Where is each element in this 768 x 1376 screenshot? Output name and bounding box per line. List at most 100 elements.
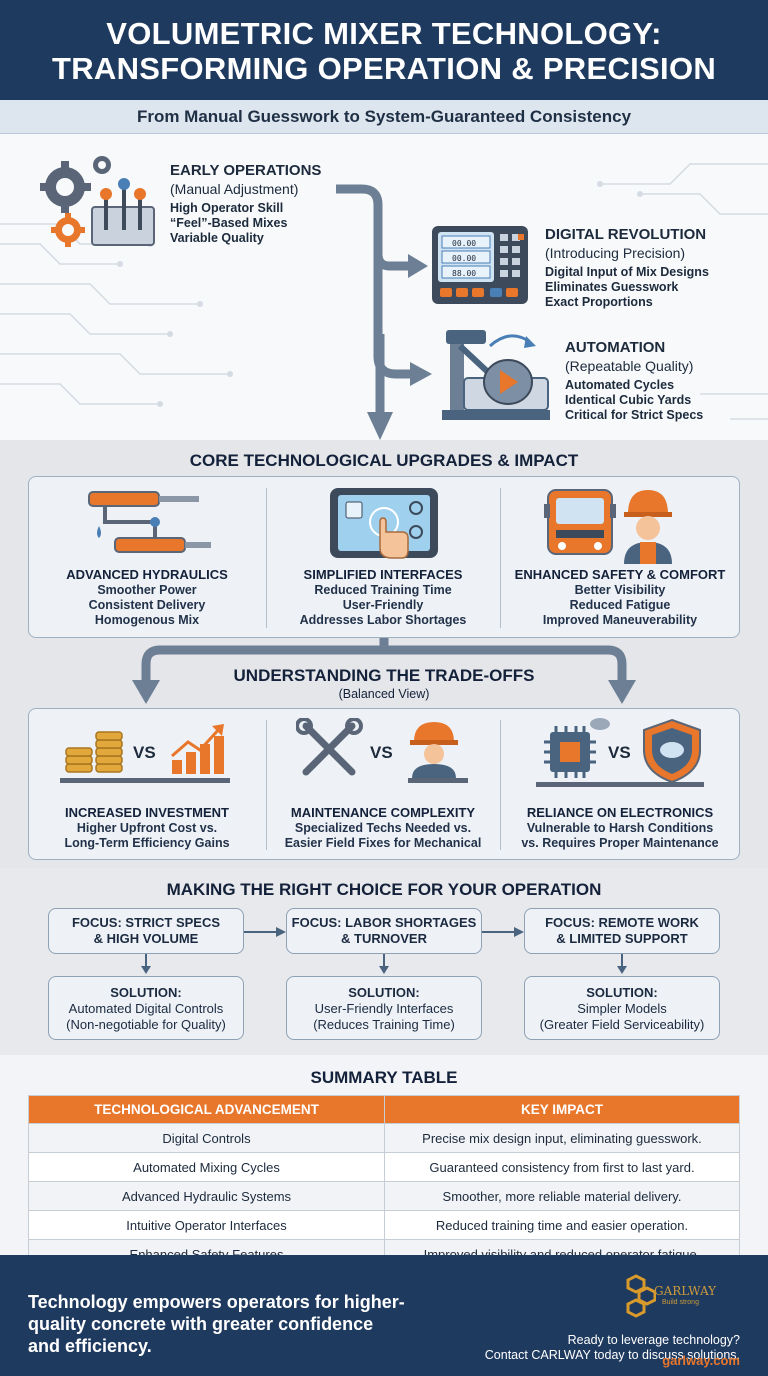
table-cell: Intuitive Operator Interfaces	[28, 1210, 385, 1240]
table-cell: Guaranteed consistency from first to las…	[384, 1152, 740, 1182]
upgrade-point: Smoother Power	[97, 583, 197, 597]
chip-vs-shield-icon	[536, 718, 704, 787]
solution-label: SOLUTION:	[348, 985, 420, 1000]
focus-line: FOCUS: REMOTE WORK	[545, 915, 699, 930]
split-arrows	[132, 638, 636, 704]
upgrade-point: User-Friendly	[342, 598, 424, 612]
divider	[500, 720, 501, 850]
stage-subtitle: (Introducing Precision)	[545, 245, 686, 261]
tradeoff-point: Specialized Techs Needed vs.	[294, 821, 472, 835]
website-link[interactable]: garlway.com	[662, 1353, 740, 1368]
upgrade-point: Consistent Delivery	[88, 598, 206, 612]
vs-label: VS	[133, 743, 156, 762]
column-header: KEY IMPACT	[384, 1095, 740, 1124]
stage-title: DIGITAL REVOLUTION	[545, 226, 707, 243]
title-line-2: TRANSFORMING OPERATION & PRECISION	[51, 51, 717, 86]
upgrade-title: ENHANCED SAFETY & COMFORT	[514, 567, 726, 582]
display-readout: 88.00	[452, 269, 476, 278]
stage-subtitle: (Manual Adjustment)	[170, 181, 299, 197]
table-header-row: TECHNOLOGICAL ADVANCEMENT KEY IMPACT	[28, 1095, 740, 1124]
tradeoff-point: Vulnerable to Harsh Conditions	[526, 821, 714, 835]
focus-line: FOCUS: LABOR SHORTAGES	[291, 915, 477, 930]
logo-wordmark: GARLWAY	[654, 1284, 717, 1298]
cta-line: Ready to leverage technology?	[567, 1333, 740, 1347]
touchscreen-icon	[330, 488, 438, 559]
display-readout: 00.00	[452, 239, 476, 248]
stage-point: High Operator Skill	[170, 201, 284, 215]
upgrade-point: Reduced Training Time	[314, 583, 452, 597]
upgrade-point: Homogenous Mix	[94, 613, 200, 627]
coins-vs-growth-icon	[60, 724, 230, 783]
tradeoff-point: Easier Field Fixes for Mechanical	[284, 836, 482, 850]
solution-simpler-models: SOLUTION: Simpler Models (Greater Field …	[524, 976, 720, 1040]
solution-line: User-Friendly Interfaces	[314, 1001, 454, 1016]
stage-subtitle: (Repeatable Quality)	[565, 358, 694, 374]
logo-tagline: Build strong	[662, 1299, 699, 1306]
vs-label: VS	[370, 743, 393, 762]
title-line-1: VOLUMETRIC MIXER TECHNOLOGY:	[106, 16, 662, 51]
tradeoff-point: vs. Requires Proper Maintenance	[521, 836, 719, 850]
upgrade-point: Better Visibility	[574, 583, 666, 597]
tools-vs-technician-icon	[296, 718, 468, 783]
tradeoff-title: RELIANCE ON ELECTRONICS	[526, 805, 714, 820]
evolution-section: EARLY OPERATIONS (Manual Adjustment) Hig…	[0, 134, 768, 440]
upgrade-point: Addresses Labor Shortages	[299, 613, 467, 627]
stage-automation: AUTOMATION (Repeatable Quality) Automate…	[565, 339, 703, 423]
stage-point: “Feel”-Based Mixes	[170, 216, 288, 230]
garlway-logo-icon	[626, 1274, 656, 1318]
stage-point: Identical Cubic Yards	[565, 393, 692, 407]
table-cell: Smoother, more reliable material deliver…	[384, 1181, 740, 1211]
focus-line: & TURNOVER	[341, 931, 427, 946]
hydraulics-icon	[88, 491, 211, 553]
stage-digital-revolution: DIGITAL REVOLUTION (Introducing Precisio…	[545, 226, 709, 310]
solution-label: SOLUTION:	[110, 985, 182, 1000]
choice-connector-arrows	[141, 927, 627, 974]
tradeoff-title: MAINTENANCE COMPLEXITY	[290, 805, 476, 820]
table-cell: Automated Mixing Cycles	[28, 1152, 385, 1182]
stage-point: Eliminates Guesswork	[545, 280, 679, 294]
cta-line: Contact CARLWAY today to discuss solutio…	[484, 1348, 740, 1362]
focus-line: & LIMITED SUPPORT	[556, 931, 688, 946]
divider	[266, 488, 267, 628]
table-cell: Digital Controls	[28, 1123, 385, 1153]
display-readout: 00.00	[452, 254, 476, 263]
tradeoff-title: INCREASED INVESTMENT	[65, 805, 229, 820]
upgrade-title: ADVANCED HYDRAULICS	[66, 567, 228, 582]
solution-user-friendly: SOLUTION: User-Friendly Interfaces (Redu…	[286, 976, 482, 1040]
divider	[500, 488, 501, 628]
tradeoffs-subtitle: (Balanced View)	[338, 687, 430, 701]
stage-title: AUTOMATION	[565, 339, 666, 356]
automated-mixer-icon	[442, 330, 550, 420]
digital-control-panel-icon: 00.00 00.00 88.00	[432, 226, 528, 304]
upgrade-point: Improved Maneuverability	[542, 613, 698, 627]
upgrade-title: SIMPLIFIED INTERFACES	[303, 567, 463, 582]
footer-message: Technology empowers operators for higher…	[28, 1292, 405, 1356]
solution-automated-controls: SOLUTION: Automated Digital Controls (No…	[48, 976, 244, 1040]
summary-title: SUMMARY TABLE	[310, 1068, 458, 1087]
stage-point: Digital Input of Mix Designs	[545, 265, 709, 279]
divider	[266, 720, 267, 850]
solution-line: (Reduces Training Time)	[313, 1017, 455, 1032]
page-subtitle: From Manual Guesswork to System-Guarante…	[0, 100, 768, 134]
tradeoff-point: Higher Upfront Cost vs.	[76, 821, 218, 835]
solution-line: (Non-negotiable for Quality)	[66, 1017, 226, 1032]
summary-table: TECHNOLOGICAL ADVANCEMENT KEY IMPACT Dig…	[28, 1095, 740, 1269]
solution-line: (Greater Field Serviceability)	[539, 1017, 705, 1032]
tradeoff-reliance-electronics: RELIANCE ON ELECTRONICS Vulnerable to Ha…	[502, 805, 738, 851]
stage-point: Automated Cycles	[565, 378, 675, 392]
table-cell: Precise mix design input, eliminating gu…	[384, 1123, 740, 1153]
solution-line: Automated Digital Controls	[68, 1001, 224, 1016]
focus-remote-work: FOCUS: REMOTE WORK & LIMITED SUPPORT	[524, 908, 720, 954]
stage-point: Exact Proportions	[545, 295, 653, 309]
stage-point: Critical for Strict Specs	[565, 408, 704, 422]
focus-line: & HIGH VOLUME	[93, 931, 199, 946]
upgrade-enhanced-safety: ENHANCED SAFETY & COMFORT Better Visibil…	[502, 567, 738, 628]
tradeoff-maintenance-complexity: MAINTENANCE COMPLEXITY Specialized Techs…	[268, 805, 498, 851]
choice-title: MAKING THE RIGHT CHOICE FOR YOUR OPERATI…	[166, 880, 602, 899]
stage-early-operations: EARLY OPERATIONS (Manual Adjustment) Hig…	[170, 162, 321, 246]
solution-label: SOLUTION:	[586, 985, 658, 1000]
